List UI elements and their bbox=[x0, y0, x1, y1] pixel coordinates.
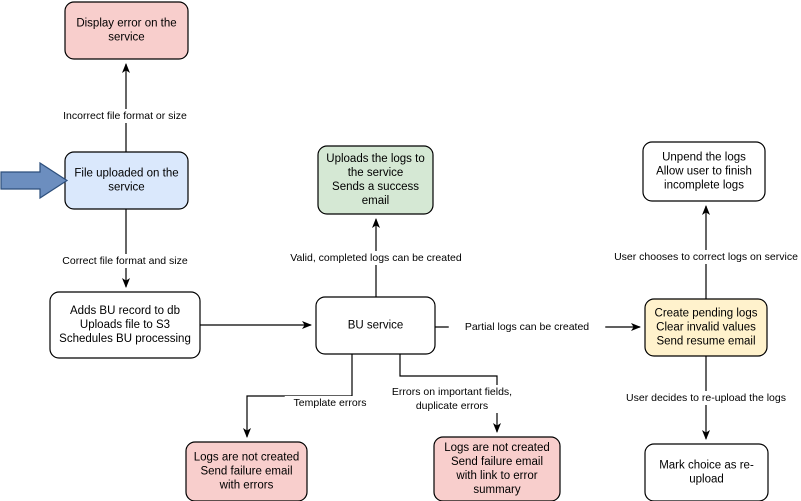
edge-label-important-field-errors-line2: duplicate errors bbox=[404, 399, 500, 413]
edge-label-partial-logs-text: Partial logs can be created bbox=[465, 321, 589, 333]
logs-not-created-summary-node-label: summary bbox=[473, 484, 521, 496]
bu-service-node[interactable]: BU service bbox=[315, 296, 436, 355]
adds-bu-record-node-label: Adds BU record to db bbox=[70, 305, 180, 317]
edge-label-correct-format-backdrop bbox=[44, 254, 206, 268]
logs-not-created-summary-node-label: Logs are not created bbox=[444, 442, 550, 454]
edge-label-incorrect-format-backdrop bbox=[41, 109, 209, 123]
file-uploaded-node-label: File uploaded on the bbox=[74, 168, 178, 180]
create-pending-logs-node-label: Clear invalid values bbox=[656, 322, 756, 334]
edge-label-partial-logs: Partial logs can be created bbox=[448, 320, 606, 334]
entry-arrow bbox=[0, 161, 69, 200]
edge-bu-service-to-logs-not-created-template bbox=[243, 354, 353, 438]
unpend-logs-node-label: incomplete logs bbox=[664, 180, 744, 192]
display-error-node[interactable]: Display error on the service bbox=[64, 1, 189, 60]
edge-label-user-corrects-text: User chooses to correct logs on service bbox=[614, 251, 798, 263]
mark-choice-node-label: upload bbox=[689, 474, 724, 486]
uploads-logs-node-shape bbox=[317, 145, 434, 215]
edge-label-incorrect-format: Incorrect file format or size bbox=[41, 109, 209, 123]
unpend-logs-node-shape bbox=[642, 141, 766, 202]
logs-not-created-summary-node-label: with link to error bbox=[455, 470, 537, 482]
edge-label-important-field-errors: Errors on important fields, bbox=[373, 385, 531, 399]
uploads-logs-node-label: the service bbox=[348, 167, 404, 179]
create-pending-logs-node-label: Create pending logs bbox=[655, 308, 758, 320]
adds-bu-record-node-label: Schedules BU processing bbox=[59, 333, 191, 345]
file-uploaded-node-label: service bbox=[108, 182, 144, 194]
uploads-logs-node-label: Sends a success bbox=[332, 181, 419, 193]
create-pending-logs-node-label: Send resume email bbox=[656, 336, 755, 348]
edge-label-template-errors-text: Template errors bbox=[294, 397, 367, 409]
logs-not-created-summary-node-label: Send failure email bbox=[451, 456, 543, 468]
edge-label-important-field-errors-text: Errors on important fields, bbox=[392, 386, 512, 398]
unpend-logs-node-label: Unpend the logs bbox=[662, 152, 746, 164]
bu-service-node-shape bbox=[315, 296, 436, 355]
edge-label-incorrect-format-text: Incorrect file format or size bbox=[63, 110, 187, 122]
edge-label-user-reuploads-backdrop bbox=[608, 391, 801, 405]
uploads-logs-node-label: Uploads the logs to bbox=[326, 153, 424, 165]
mark-choice-node-shape bbox=[644, 443, 769, 501]
logs-not-created-template-node-label: Logs are not created bbox=[194, 452, 300, 464]
file-uploaded-node-shape bbox=[64, 151, 189, 210]
edge-label-correct-format-text: Correct file format and size bbox=[62, 255, 188, 267]
edge-label-correct-format: Correct file format and size bbox=[44, 254, 206, 268]
display-error-node-label: Display error on the bbox=[76, 18, 176, 30]
logs-not-created-template-node-shape bbox=[185, 441, 308, 501]
edge-label-valid-logs: Valid, completed logs can be created bbox=[273, 251, 479, 265]
edge-label-template-errors: Template errors bbox=[284, 396, 376, 410]
logs-not-created-summary-node-shape bbox=[433, 436, 561, 501]
file-uploaded-node[interactable]: File uploaded on the service bbox=[64, 151, 189, 210]
adds-bu-record-node-label: Uploads file to S3 bbox=[80, 319, 170, 331]
edge-label-important-field-errors-line2-text: duplicate errors bbox=[416, 400, 488, 412]
adds-bu-record-node-shape bbox=[49, 291, 201, 359]
uploads-logs-node-label: email bbox=[362, 195, 389, 207]
edge-label-template-errors-backdrop bbox=[284, 396, 376, 410]
edge-label-user-reuploads: User decides to re-upload the logs bbox=[608, 391, 801, 405]
edge-label-user-corrects: User chooses to correct logs on service bbox=[594, 250, 801, 264]
edge-label-important-field-errors-backdrop bbox=[373, 385, 531, 399]
bu-service-node-label: BU service bbox=[348, 320, 404, 332]
edge-label-valid-logs-text: Valid, completed logs can be created bbox=[290, 252, 462, 264]
unpend-logs-node-label: Allow user to finish bbox=[656, 166, 752, 178]
edge-label-user-reuploads-text: User decides to re-upload the logs bbox=[626, 392, 786, 404]
edge-label-valid-logs-backdrop bbox=[273, 251, 479, 265]
create-pending-logs-node-shape bbox=[644, 298, 768, 357]
display-error-node-shape bbox=[64, 1, 189, 60]
display-error-node-label: service bbox=[108, 32, 144, 44]
adds-bu-record-node[interactable]: Adds BU record to db Uploads file to S3 Sc… bbox=[49, 291, 201, 359]
edge-label-user-corrects-backdrop bbox=[594, 250, 801, 264]
logs-not-created-template-node-label: Send failure email bbox=[200, 466, 292, 478]
mark-choice-node-label: Mark choice as re- bbox=[659, 460, 754, 472]
mark-choice-node[interactable]: Mark choice as re-upload bbox=[644, 443, 769, 501]
edge-label-important-field-errors-line2-backdrop bbox=[404, 399, 500, 413]
edge-label-partial-logs-backdrop bbox=[448, 320, 606, 334]
logs-not-created-template-node-label: with errors bbox=[219, 480, 274, 492]
